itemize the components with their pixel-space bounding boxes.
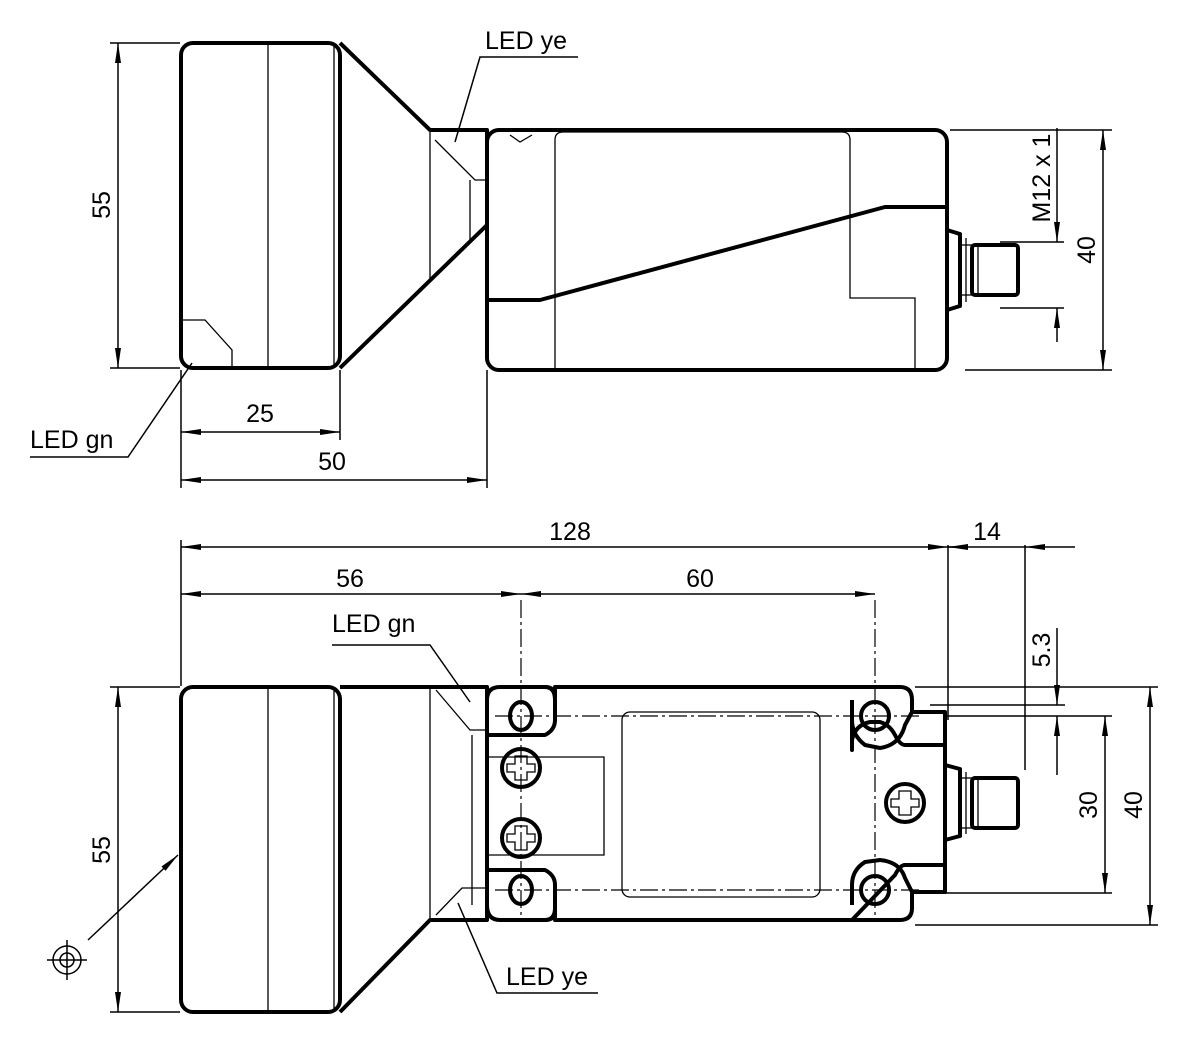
- label-led-ye-bottom: LED ye: [506, 963, 588, 991]
- dim-60: 60: [686, 565, 714, 593]
- sensor-body: [485, 128, 949, 372]
- dim-55-bottom: 55: [88, 836, 116, 864]
- label-led-gn-top: LED gn: [30, 426, 113, 454]
- label-led-gn-bottom: LED gn: [332, 610, 415, 638]
- dim-30: 30: [1075, 791, 1103, 819]
- sensing-face-target-icon: [47, 854, 179, 980]
- dim-50: 50: [318, 448, 346, 476]
- dim-thread: M12 x 1: [1028, 134, 1056, 223]
- connector-nut: [946, 228, 962, 312]
- dim-40-top: 40: [1073, 236, 1101, 264]
- sensor-head: [179, 41, 342, 370]
- bottom-view: 128 14 56 60 55 5.3 30 40 LED gn LED ye: [47, 518, 1158, 1014]
- screw-icon: [884, 782, 926, 824]
- label-led-ye-top: LED ye: [485, 27, 567, 55]
- dim-25: 25: [246, 400, 274, 428]
- sensor-head-bottom: [179, 685, 342, 1014]
- dim-14: 14: [973, 518, 1001, 546]
- led-gn-window: [181, 319, 233, 366]
- label-area: [621, 711, 821, 898]
- dim-128: 128: [549, 518, 591, 546]
- head-transition: [338, 41, 489, 370]
- m12-connector: [970, 243, 1020, 297]
- dim-55-top: 55: [88, 191, 116, 219]
- top-view: 55 40 M12 x 1 25 50 LED ye LED gn: [30, 27, 1112, 488]
- dim-40-bottom: 40: [1120, 791, 1148, 819]
- dim-56: 56: [336, 565, 364, 593]
- m12-connector-bottom: [970, 776, 1020, 830]
- dim-5-3: 5.3: [1028, 633, 1056, 668]
